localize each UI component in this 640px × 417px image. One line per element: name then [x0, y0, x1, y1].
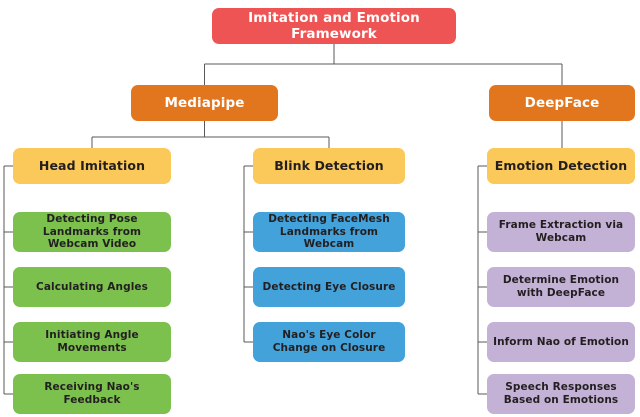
node-leaf-detecting-eye-closure[interactable]: Detecting Eye Closure [253, 267, 405, 307]
node-module-emotion-detection-label: Emotion Detection [494, 158, 628, 174]
node-leaf-detecting-eye-closure-label: Detecting Eye Closure [262, 280, 396, 293]
node-leaf-determine-emotion-label: Determine Emotion with DeepFace [502, 274, 620, 299]
node-root[interactable]: Imitation and Emotion Framework [212, 8, 456, 44]
node-module-head-imitation-label: Head Imitation [38, 158, 146, 174]
node-module-head-imitation[interactable]: Head Imitation [13, 148, 171, 184]
node-branch-deepface[interactable]: DeepFace [489, 85, 635, 121]
node-module-blink-detection[interactable]: Blink Detection [253, 148, 405, 184]
node-leaf-frame-extraction[interactable]: Frame Extraction via Webcam [487, 212, 635, 252]
node-leaf-initiating-angle-movements[interactable]: Initiating Angle Movements [13, 322, 171, 362]
node-module-blink-detection-label: Blink Detection [274, 158, 384, 174]
node-root-label: Imitation and Emotion Framework [248, 9, 420, 42]
node-leaf-detecting-pose-landmarks[interactable]: Detecting Pose Landmarks from Webcam Vid… [13, 212, 171, 252]
node-leaf-nao-eye-color-change[interactable]: Nao's Eye Color Change on Closure [253, 322, 405, 362]
node-branch-mediapipe-label: Mediapipe [164, 94, 245, 111]
node-leaf-speech-responses-label: Speech Responses Based on Emotions [503, 381, 619, 406]
node-leaf-frame-extraction-label: Frame Extraction via Webcam [498, 219, 624, 244]
node-leaf-receiving-nao-feedback-label: Receiving Nao's Feedback [44, 381, 140, 406]
node-module-emotion-detection[interactable]: Emotion Detection [487, 148, 635, 184]
node-leaf-determine-emotion[interactable]: Determine Emotion with DeepFace [487, 267, 635, 307]
node-leaf-detecting-facemesh-landmarks[interactable]: Detecting FaceMesh Landmarks from Webcam [253, 212, 405, 252]
node-leaf-initiating-angle-movements-label: Initiating Angle Movements [45, 329, 139, 354]
node-leaf-detecting-facemesh-landmarks-label: Detecting FaceMesh Landmarks from Webcam [268, 212, 390, 251]
node-leaf-calculating-angles-label: Calculating Angles [36, 280, 148, 293]
node-leaf-nao-eye-color-change-label: Nao's Eye Color Change on Closure [272, 329, 386, 354]
node-leaf-receiving-nao-feedback[interactable]: Receiving Nao's Feedback [13, 374, 171, 414]
node-leaf-calculating-angles[interactable]: Calculating Angles [13, 267, 171, 307]
node-branch-deepface-label: DeepFace [524, 94, 600, 111]
node-leaf-inform-nao-of-emotion-label: Inform Nao of Emotion [493, 335, 629, 348]
node-leaf-speech-responses[interactable]: Speech Responses Based on Emotions [487, 374, 635, 414]
node-leaf-detecting-pose-landmarks-label: Detecting Pose Landmarks from Webcam Vid… [42, 212, 142, 251]
node-leaf-inform-nao-of-emotion[interactable]: Inform Nao of Emotion [487, 322, 635, 362]
node-branch-mediapipe[interactable]: Mediapipe [131, 85, 278, 121]
